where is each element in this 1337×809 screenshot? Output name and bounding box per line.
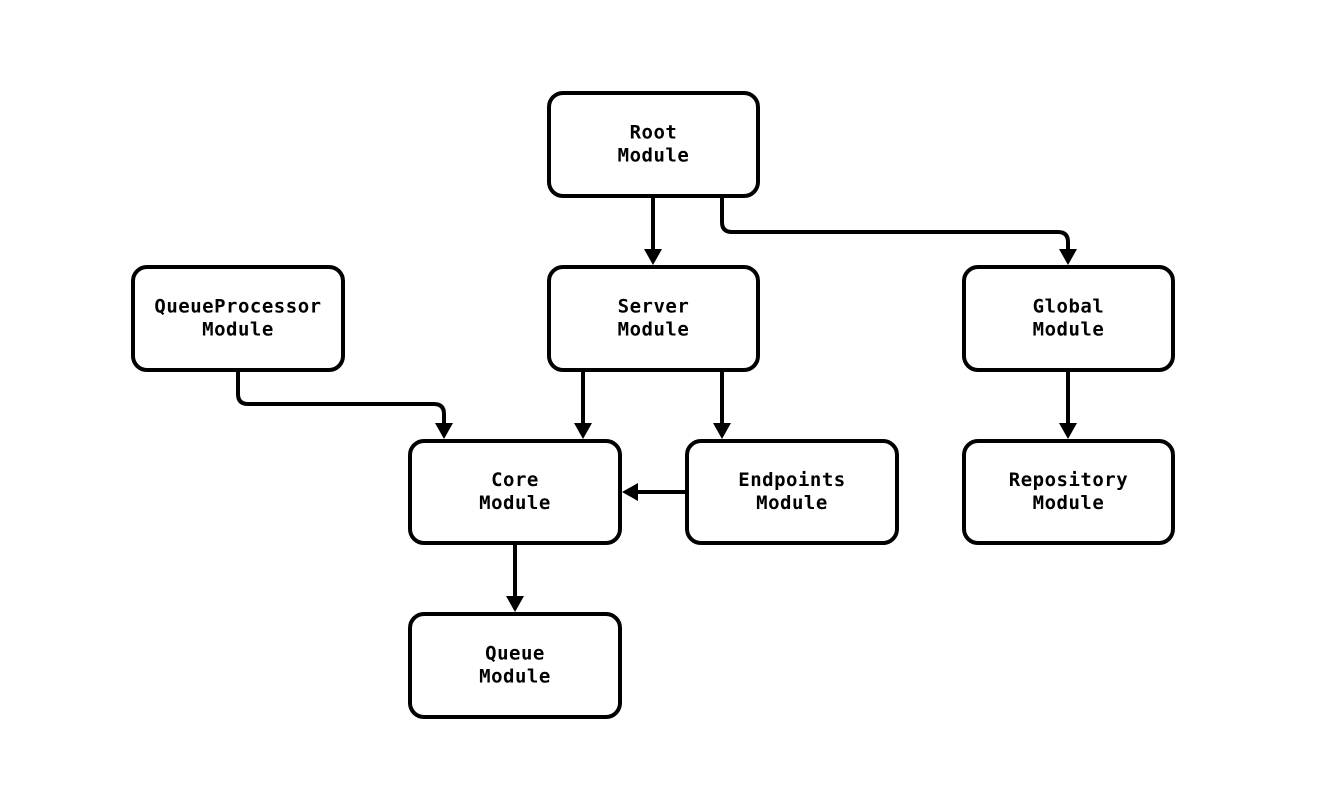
edge-root-to-global xyxy=(720,196,1077,265)
node-label-line: Global xyxy=(1033,296,1105,318)
node-label-line: Module xyxy=(618,145,690,167)
edge-server-to-endpoints xyxy=(713,370,731,439)
node-label-line: Module xyxy=(1033,492,1105,514)
node-box[interactable] xyxy=(131,265,345,372)
node-box[interactable] xyxy=(685,439,899,545)
arrowhead-icon xyxy=(713,423,731,439)
arrowhead-icon xyxy=(1059,249,1077,265)
edge-core-to-queue xyxy=(506,543,524,612)
edge-queueprocessor-to-core xyxy=(236,370,453,439)
arrowhead-icon xyxy=(622,483,638,501)
node-label-line: Module xyxy=(479,492,551,514)
node-label-line: Queue xyxy=(485,643,545,665)
node-box[interactable] xyxy=(962,265,1175,372)
node-layer: RootModuleQueueProcessorModuleServerModu… xyxy=(131,91,1175,719)
node-label-line: Module xyxy=(202,319,274,341)
edge-root-to-server xyxy=(644,196,662,265)
edge-global-to-repository xyxy=(1059,370,1077,439)
node-label-line: Core xyxy=(491,469,539,491)
edge-line xyxy=(236,370,446,424)
arrowhead-icon xyxy=(574,423,592,439)
node-label-line: Endpoints xyxy=(738,469,845,491)
arrowhead-icon xyxy=(1059,423,1077,439)
node-label-line: Module xyxy=(1033,319,1105,341)
arrowhead-icon xyxy=(435,423,453,439)
node-box[interactable] xyxy=(547,91,760,198)
node-label-line: Module xyxy=(479,666,551,688)
node-label-line: Root xyxy=(630,122,678,144)
arrowhead-icon xyxy=(506,596,524,612)
node-box[interactable] xyxy=(408,439,622,545)
node-label-line: QueueProcessor xyxy=(154,296,321,318)
node-box[interactable] xyxy=(547,265,760,372)
node-box[interactable] xyxy=(962,439,1175,545)
node-label-line: Server xyxy=(618,296,690,318)
arrowhead-icon xyxy=(644,249,662,265)
edge-endpoints-to-core xyxy=(622,483,687,501)
edge-server-to-core xyxy=(574,370,592,439)
edge-line xyxy=(720,196,1070,250)
edge-layer xyxy=(236,196,1077,612)
node-label-line: Module xyxy=(618,319,690,341)
node-label-line: Module xyxy=(756,492,828,514)
node-box[interactable] xyxy=(408,612,622,719)
node-label-line: Repository xyxy=(1009,469,1128,491)
